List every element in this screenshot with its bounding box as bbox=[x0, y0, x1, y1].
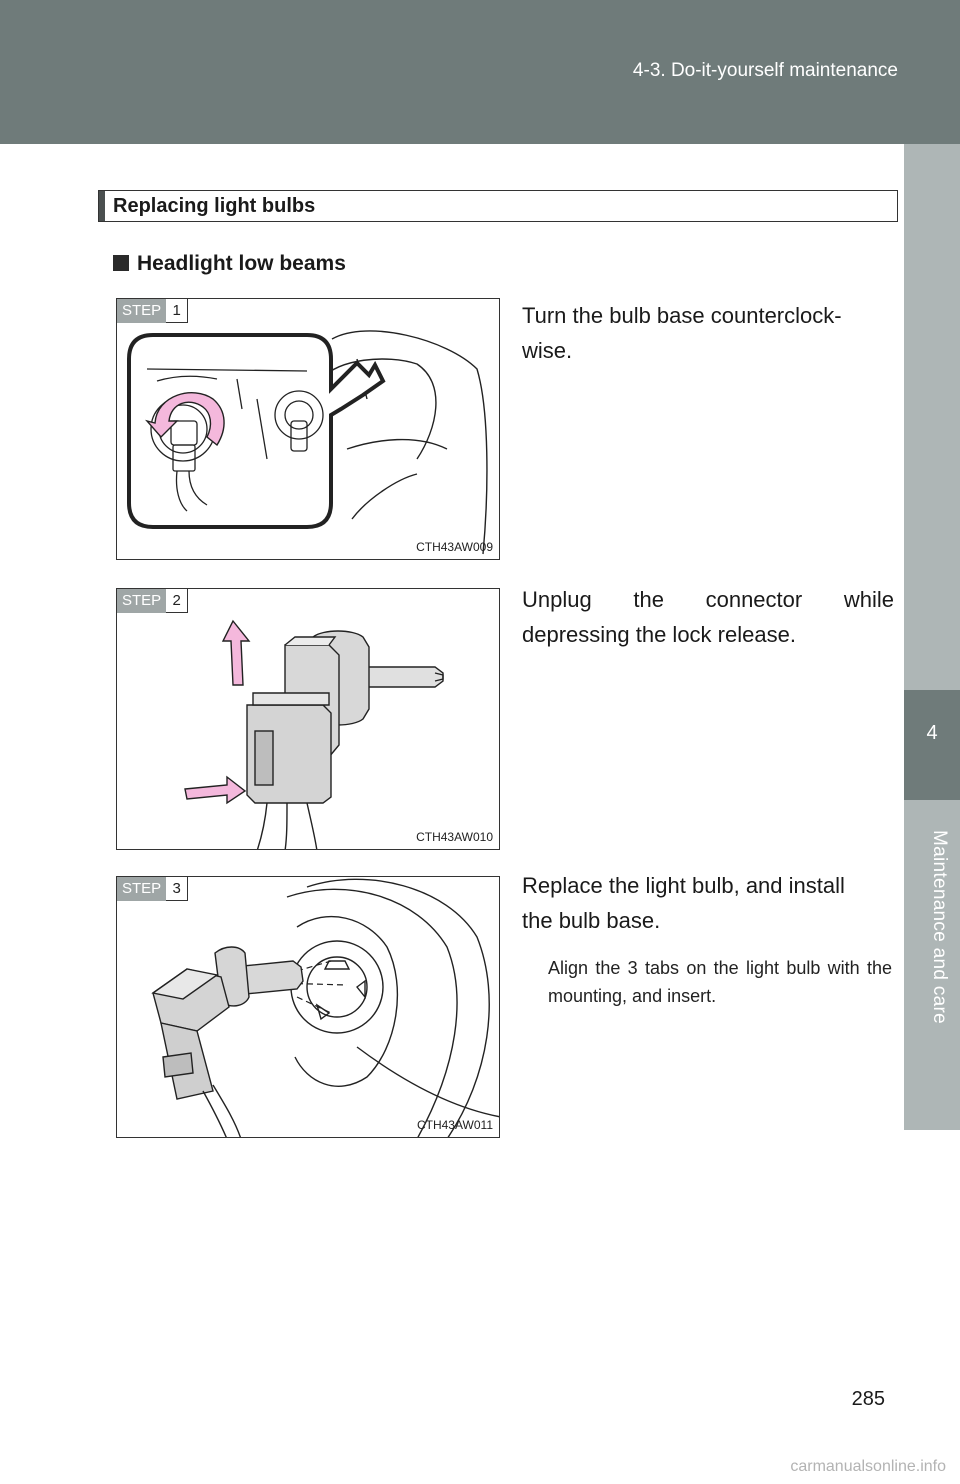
subheading: Headlight low beams bbox=[113, 252, 346, 276]
step-1-text: Turn the bulb base counterclock- wise. bbox=[522, 298, 894, 368]
step-3-note: Align the 3 tabs on the light bulb with … bbox=[548, 958, 892, 1006]
header-section-title: 4-3. Do-it-yourself maintenance bbox=[632, 60, 898, 81]
step-number: 1 bbox=[166, 299, 189, 323]
step-3-text-line-1: Replace the light bulb, and install bbox=[522, 873, 845, 898]
subheading-text: Headlight low beams bbox=[137, 252, 346, 275]
step-number: 3 bbox=[166, 877, 189, 901]
step-2-text: Unplug the connector while depressing th… bbox=[522, 582, 894, 652]
figure-code: CTH43AW010 bbox=[416, 830, 493, 844]
section-title: Replacing light bulbs bbox=[113, 195, 316, 217]
illustration-bulb-install bbox=[151, 878, 499, 1137]
page-number: 285 bbox=[851, 1388, 885, 1410]
step-3-text-line-2: the bulb base. bbox=[522, 908, 661, 933]
watermark: carmanualsonline.info bbox=[790, 1458, 946, 1475]
step-1-text-line-2: wise. bbox=[522, 338, 573, 363]
step-1-tag: STEP 1 bbox=[117, 299, 189, 323]
step-2-tag: STEP 2 bbox=[117, 589, 189, 613]
step-2-text-line-1: Unplug the connector while bbox=[522, 587, 894, 612]
illustration-bulb-base-rotation bbox=[127, 330, 488, 555]
header-band bbox=[0, 0, 960, 144]
step-number: 2 bbox=[166, 589, 189, 613]
chapter-title: Maintenance and care bbox=[929, 830, 950, 1025]
step-label: STEP bbox=[117, 299, 167, 323]
step-1-text-line-1: Turn the bulb base counterclock- bbox=[522, 303, 842, 328]
section-bar bbox=[99, 191, 105, 221]
square-bullet-icon bbox=[113, 255, 129, 271]
side-tab-upper bbox=[904, 144, 960, 690]
figure-step-1: STEP 1 CTH43AW009 bbox=[116, 298, 500, 560]
step-label: STEP bbox=[117, 589, 167, 613]
figure-code: CTH43AW011 bbox=[416, 1118, 493, 1132]
step-3-tag: STEP 3 bbox=[117, 877, 189, 901]
chapter-number: 4 bbox=[926, 722, 938, 744]
step-3-text: Replace the light bulb, and install the … bbox=[522, 868, 894, 938]
chapter-tab bbox=[904, 690, 960, 800]
figure-step-3: STEP 3 CTH43AW011 bbox=[116, 876, 500, 1138]
step-2-text-line-2: depressing the lock release. bbox=[522, 622, 796, 647]
step-label: STEP bbox=[117, 877, 167, 901]
illustration-connector-unplug bbox=[184, 619, 444, 849]
side-tab-lower bbox=[904, 800, 960, 1130]
section-header: Replacing light bulbs bbox=[98, 190, 898, 222]
figure-step-2: STEP 2 CTH43AW010 bbox=[116, 588, 500, 850]
figure-code: CTH43AW009 bbox=[416, 540, 493, 554]
